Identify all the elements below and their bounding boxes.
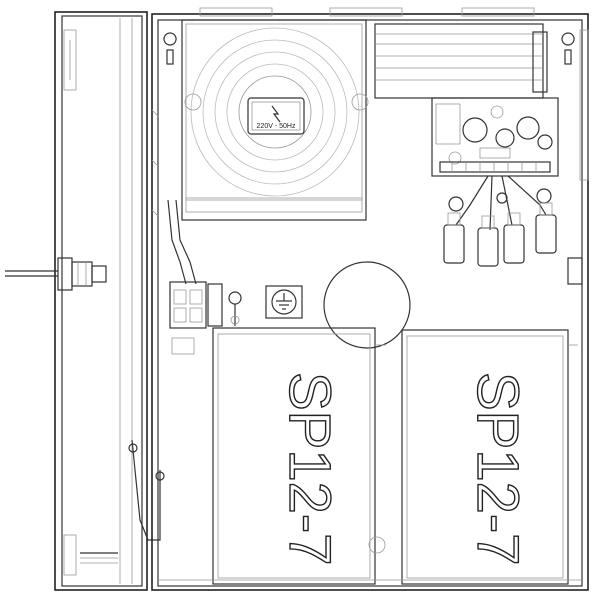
ground-connection	[228, 285, 303, 326]
battery-right: SP12-7	[401, 329, 578, 585]
heatsink-rail	[374, 23, 548, 99]
battery-leads	[443, 175, 557, 267]
battery-left-label: SP12-7	[277, 372, 342, 565]
transformer: 220V - 50Hz	[181, 19, 369, 221]
mains-terminal-block	[167, 199, 223, 355]
enclosure-body	[151, 7, 589, 591]
battery-right-label: SP12-7	[465, 372, 530, 565]
pcb-board	[431, 97, 559, 177]
transformer-rating-label: 220V - 50Hz	[257, 123, 296, 130]
door-lock	[5, 257, 107, 291]
door	[54, 11, 148, 591]
knockout-circle	[323, 261, 411, 349]
battery-left: SP12-7	[212, 327, 386, 585]
door-ground-wire	[128, 439, 165, 541]
